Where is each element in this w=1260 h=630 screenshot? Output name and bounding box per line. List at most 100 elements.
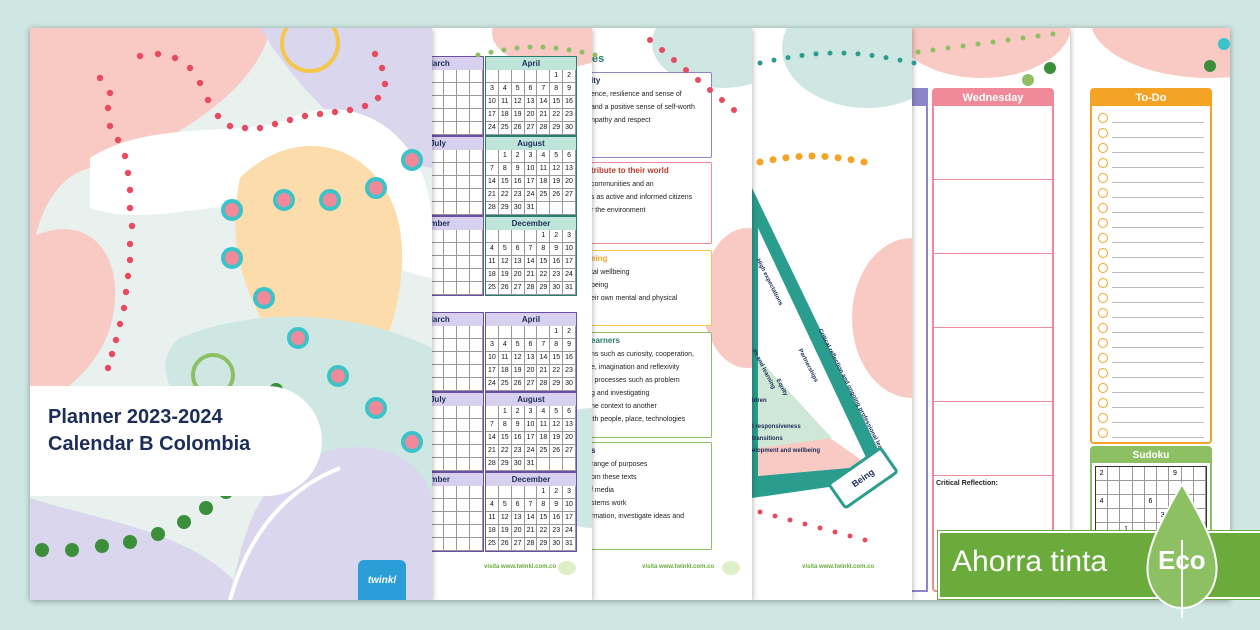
calendar-day: 7 — [537, 339, 551, 352]
calendar-day: 27 — [511, 538, 525, 551]
outcome-line: eir own mental and physical — [592, 295, 678, 302]
decor-dot — [226, 122, 234, 130]
calendar-day — [457, 525, 471, 538]
calendar-day: 6 — [511, 499, 525, 512]
calendar-day — [444, 269, 458, 282]
calendar-day: 23 — [550, 525, 564, 538]
eco-label: Eco — [1158, 545, 1206, 575]
calendar-day: 2 — [511, 406, 525, 419]
calendar-day: 22 — [537, 525, 551, 538]
principle-item: Equity — [774, 378, 789, 398]
outcome-line: being — [592, 282, 609, 289]
decor-dot — [221, 199, 243, 221]
calendar-day: 2 — [550, 230, 564, 243]
calendar-day — [432, 432, 445, 445]
calendar-day — [470, 176, 483, 189]
decor-dot — [241, 124, 249, 132]
calendar-day — [432, 96, 445, 109]
calendar-day — [457, 109, 471, 122]
calendar-day: 6 — [563, 406, 576, 419]
twinkl-logo-text: twinkl — [367, 574, 397, 586]
sudoku-cell — [1120, 467, 1133, 481]
calendar-month: March34510111217181924252631 — [432, 56, 484, 136]
outcome-line: s as active and informed citizens — [592, 194, 693, 201]
outcome-line: f media — [592, 487, 614, 494]
calendar-day — [457, 176, 471, 189]
calendar-day: 13 — [524, 96, 538, 109]
outcome-line: ith people, place, technologies — [592, 416, 686, 423]
leaf-icon — [1146, 481, 1218, 618]
calendar-day: 18 — [537, 176, 551, 189]
calendar-day — [457, 150, 471, 163]
calendar-day: 4 — [486, 243, 499, 256]
calendar-day: 20 — [563, 432, 576, 445]
decor-dot — [126, 256, 134, 264]
calendar-day: 17 — [563, 512, 576, 525]
calendar-day — [444, 122, 458, 135]
calendar-day: 17 — [563, 256, 576, 269]
principle-item: Critical reflection and ongoing professi… — [816, 328, 890, 464]
calendar-day — [537, 458, 551, 471]
calendar-day — [470, 432, 483, 445]
calendar-day: 31 — [524, 202, 538, 215]
decor-dot — [120, 304, 128, 312]
calendar-day: 7 — [486, 419, 499, 432]
decor-dot — [124, 169, 132, 177]
calendar-day: 13 — [511, 256, 525, 269]
decor-dot — [121, 152, 129, 160]
outcome-line: l processes such as problem — [592, 377, 680, 384]
calendar-day — [457, 406, 471, 419]
todo-line — [1112, 277, 1204, 288]
calendar-day — [486, 150, 499, 163]
calendar-day — [486, 230, 499, 243]
calendar-day: 31 — [563, 282, 576, 295]
calendar-day: 15 — [498, 176, 512, 189]
sudoku-cell — [1096, 509, 1109, 523]
calendar-day: 14 — [537, 96, 551, 109]
calendar-day: 26 — [550, 189, 564, 202]
cover-title-line2: Calendar B Colombia — [48, 433, 251, 455]
calendar-day: 28 — [524, 282, 538, 295]
calendar-day: 1 — [498, 406, 512, 419]
checkbox-icon — [1098, 307, 1108, 318]
calendar-day: 22 — [537, 269, 551, 282]
calendar-day — [470, 83, 483, 96]
calendar-day: 29 — [498, 458, 512, 471]
todo-page: To-Do Sudoku 29463176959894 — [1070, 28, 1230, 600]
calendar-day — [470, 202, 483, 215]
decor-dot — [171, 54, 179, 62]
decor-dot — [221, 247, 243, 269]
calendar-day — [444, 96, 458, 109]
calendar-day — [444, 538, 458, 551]
decor-dot — [401, 149, 423, 171]
todo-line — [1112, 397, 1204, 408]
todo-line — [1112, 232, 1204, 243]
calendar-month-title: December — [486, 473, 576, 486]
weekday-slot — [934, 328, 1052, 402]
calendar-day: 14 — [537, 352, 551, 365]
calendar-day — [457, 499, 471, 512]
checkbox-icon — [1098, 277, 1108, 288]
calendar-day: 15 — [537, 512, 551, 525]
sudoku-cell — [1120, 495, 1133, 509]
decor-dot — [96, 74, 104, 82]
todo-item — [1098, 155, 1204, 170]
calendar-day: 23 — [511, 189, 525, 202]
calendar-day — [457, 230, 471, 243]
checkbox-icon — [1098, 262, 1108, 273]
calendar-day: 24 — [486, 122, 499, 135]
calendar-day: 14 — [486, 432, 499, 445]
calendar-day — [432, 458, 445, 471]
calendar-day — [470, 365, 483, 378]
decor-dot — [128, 222, 136, 230]
calendar-day — [444, 458, 458, 471]
decor-dot — [214, 112, 222, 120]
decor-dot — [123, 535, 137, 549]
calendar-day — [444, 486, 458, 499]
sudoku-cell — [1193, 495, 1206, 509]
todo-line — [1112, 337, 1204, 348]
page-footer: visita www.twinkl.com.co — [642, 564, 715, 570]
outcome-title: eing — [592, 254, 608, 263]
calendar-day: 9 — [563, 83, 576, 96]
calendar-day — [432, 365, 445, 378]
